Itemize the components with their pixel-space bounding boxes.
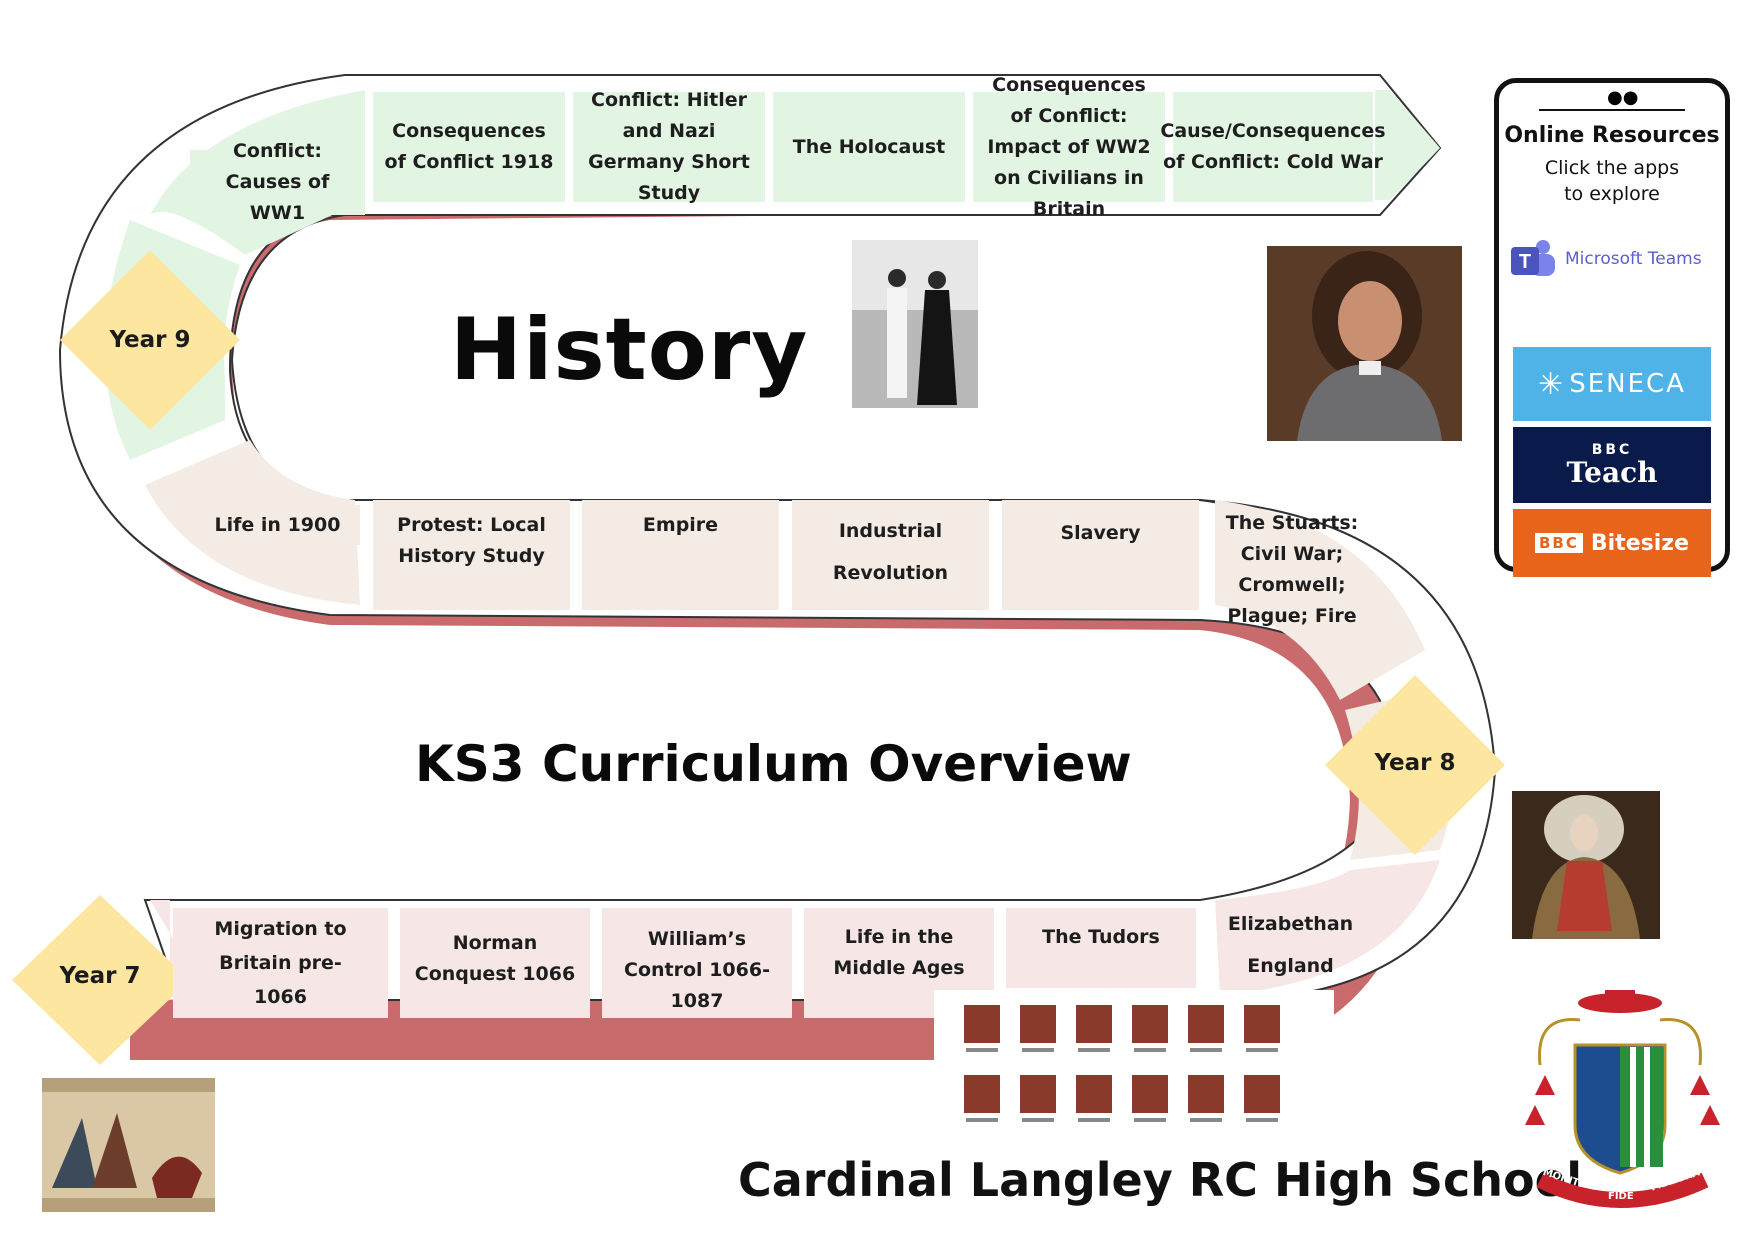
school-crest: MONITI FIDE MELIORA [1520,985,1725,1215]
tudor-monarchs-art [964,1005,1280,1122]
bbc-bitesize-badge: BBC [1535,533,1583,553]
bbc-teach-label: Teach [1566,456,1658,489]
topic-cold-war: Cause/Consequences of Conflict: Cold War [1160,92,1386,202]
year9-label: Year 9 [109,327,191,353]
online-resources-phone: ●● Online Resources Click the apps to ex… [1494,78,1730,577]
topic-williams-control: William’s Control 1066-1087 [602,908,792,1018]
topic-impact-ww2-civilians: Consequences of Conflict: Impact of WW2 … [973,74,1165,220]
topic-causes-ww1: Conflict: Causes of WW1 [190,140,365,224]
bayeux-tapestry-art [42,1078,215,1212]
svg-text:T: T [1519,251,1531,273]
app-bbc-bitesize[interactable]: BBC Bitesize [1513,509,1711,577]
topic-empire: Empire [582,500,779,610]
online-resources-heading: Online Resources [1504,123,1720,148]
teams-label: Microsoft Teams [1565,249,1702,269]
topic-life-middle-ages: Life in the Middle Ages [804,908,994,1018]
topic-norman-conquest: Norman Conquest 1066 [400,908,590,1018]
topic-stuarts: The Stuarts: Civil War; Cromwell; Plague… [1225,512,1359,627]
cromwell-portrait [1267,246,1462,441]
tudor-monarchs-image [934,990,1334,1140]
app-microsoft-teams[interactable]: T Microsoft Teams [1509,233,1714,285]
elizabeth-portrait-art [1512,791,1660,939]
y7-curve-right [1215,860,1440,995]
bbc-teach-badge: BBC [1591,442,1633,458]
year8-marker [1325,675,1505,855]
couple-photo [852,240,978,408]
crest-art [1525,990,1720,1208]
bayeux-tapestry-image [42,1078,215,1212]
page-title: History [450,300,809,400]
topic-elizabethan-england: Elizabethan England [1227,913,1354,977]
phone-camera-icon: ●● [1607,87,1639,108]
topic-slavery: Slavery [1002,500,1199,610]
topic-tudors: The Tudors [1006,908,1196,988]
online-resources-subtext: Click the apps to explore [1544,157,1680,205]
elizabeth-portrait [1512,791,1660,939]
year8-label: Year 8 [1374,750,1456,776]
teams-icon: T [1511,240,1555,276]
page-subtitle: KS3 Curriculum Overview [415,735,1132,793]
year7-label: Year 7 [59,963,141,989]
topic-industrial-revolution: Industrial Revolution [792,500,989,610]
bbc-bitesize-label: Bitesize [1590,530,1689,556]
app-seneca[interactable]: ✳ SENECA [1513,347,1711,421]
app-bbc-teach[interactable]: BBC Teach [1513,427,1711,503]
topic-protest-local-history: Protest: Local History Study [373,500,570,610]
year7-marker [12,895,190,1065]
cromwell-portrait-art [1267,246,1462,441]
topic-consequences-1918: Consequences of Conflict 1918 [373,92,565,202]
topic-holocaust: The Holocaust [773,92,965,202]
topic-migration-pre-1066: Migration to Britain pre-1066 [173,908,388,1018]
phone-notch-line [1539,109,1685,111]
y9-arrow-tip [1375,90,1440,200]
school-name: Cardinal Langley RC High School [738,1153,1583,1207]
y8-curve-right [1215,500,1425,700]
crest-motto-center: FIDE [1608,1191,1634,1202]
topic-life-1900: Life in 1900 [195,505,360,545]
year9-marker [60,250,240,430]
couple-photo-art [852,240,978,408]
topic-hitler-nazi-germany: Conflict: Hitler and Nazi Germany Short … [573,89,765,204]
seneca-icon: ✳ [1538,366,1564,402]
seneca-label: SENECA [1569,369,1686,399]
